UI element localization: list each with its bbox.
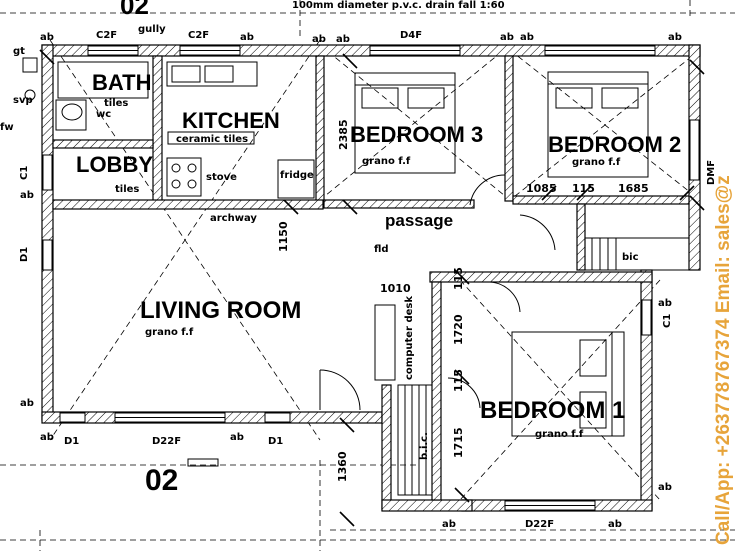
gully-label: gully: [138, 24, 166, 35]
svp-label: svp: [13, 95, 33, 106]
window-c2f-right: C2F: [188, 30, 209, 41]
living-room-finish: grano f.f: [145, 327, 194, 338]
ab-label: ab: [668, 32, 682, 43]
window-d1-right: D1: [268, 436, 283, 447]
passage-fld: fld: [374, 244, 389, 255]
wardrobe-bic: [397, 237, 690, 496]
contact-watermark: Call/App: +263778767374 Email: sales@z: [713, 175, 734, 545]
ab-label: ab: [40, 32, 54, 43]
bath-label: BATH: [92, 70, 151, 95]
dim-b2-a: 1085: [526, 182, 557, 195]
bedroom2-label: BEDROOM 2: [548, 132, 681, 157]
bathroom-fixtures: [22, 57, 149, 131]
kitchen-fixtures: [166, 61, 315, 199]
bedroom3-finish: grano f.f: [362, 156, 411, 167]
ab-label: ab: [40, 432, 54, 443]
section-line-marker: [187, 458, 219, 467]
kitchen-label: KITCHEN: [182, 108, 280, 133]
window-c1-right: C1: [662, 314, 673, 328]
fw-label: fw: [0, 122, 14, 133]
dim-b1-b: 1720: [452, 314, 465, 345]
archway-label: archway: [210, 213, 257, 224]
dim-b1-a: 115: [452, 267, 465, 290]
ab-label: ab: [336, 34, 350, 45]
drain-note: 100mm diameter p.v.c. drain fall 1:60: [292, 0, 505, 11]
stove-label: stove: [206, 172, 237, 183]
bed-bedroom3: [354, 72, 456, 174]
ab-label: ab: [312, 34, 326, 45]
dim-b2-c: 1685: [618, 182, 649, 195]
bedroom2-finish: grano f.f: [572, 157, 621, 168]
ab-label: ab: [658, 298, 672, 309]
window-d22f-bed1: D22F: [525, 519, 554, 530]
window-d4f: D4F: [400, 30, 422, 41]
bedroom1-label: BEDROOM 1: [480, 397, 625, 424]
door-swings: [319, 174, 556, 411]
ab-label: ab: [658, 482, 672, 493]
dim-living-height: 1150: [277, 221, 290, 252]
window-d1-side: D1: [19, 247, 30, 262]
bath-finish: tiles: [104, 98, 128, 109]
kitchen-finish: ceramic tiles: [176, 134, 248, 145]
computer-desk-label: computer desk: [404, 296, 415, 380]
walls: [41, 44, 701, 512]
dim-b2-b: 115: [572, 182, 595, 195]
ab-label: ab: [520, 32, 534, 43]
ab-label: ab: [442, 519, 456, 530]
ab-label: ab: [230, 432, 244, 443]
section-fragment-top: 02: [120, 0, 149, 20]
bedroom1-finish: grano f.f: [535, 429, 584, 440]
dim-bed3-height: 2385: [337, 119, 350, 150]
living-room-label: LIVING ROOM: [140, 297, 301, 324]
bic-label-bottom: b.i.c.: [419, 432, 430, 460]
window-openings: [42, 45, 700, 511]
ab-label: ab: [20, 398, 34, 409]
dim-door-width: 1010: [380, 282, 411, 295]
dimension-ticks: [39, 49, 705, 527]
section-mark-bottom: 02: [145, 464, 178, 497]
lobby-finish: tiles: [115, 184, 139, 195]
ab-label: ab: [608, 519, 622, 530]
bic-label-top: bic: [622, 252, 639, 263]
gt-label: gt: [13, 46, 25, 57]
bedroom3-label: BEDROOM 3: [350, 122, 483, 147]
window-c1-left: C1: [19, 166, 30, 180]
lobby-label: LOBBY: [76, 152, 153, 177]
bed-bedroom1: [511, 331, 625, 437]
wc-label: wc: [96, 109, 111, 120]
passage-label: passage: [385, 211, 453, 230]
window-d1-left: D1: [64, 436, 79, 447]
dim-b1-d: 1715: [452, 427, 465, 458]
window-dmf: DMF: [706, 160, 717, 185]
fridge-label: fridge: [280, 170, 314, 181]
window-d22f-living: D22F: [152, 436, 181, 447]
dim-porch: 1360: [336, 451, 349, 482]
ab-label: ab: [500, 32, 514, 43]
ab-label: ab: [240, 32, 254, 43]
window-c2f-left: C2F: [96, 30, 117, 41]
bed-bedroom2: [547, 71, 649, 178]
ab-label: ab: [20, 190, 34, 201]
dim-b1-c: 115: [452, 369, 465, 392]
